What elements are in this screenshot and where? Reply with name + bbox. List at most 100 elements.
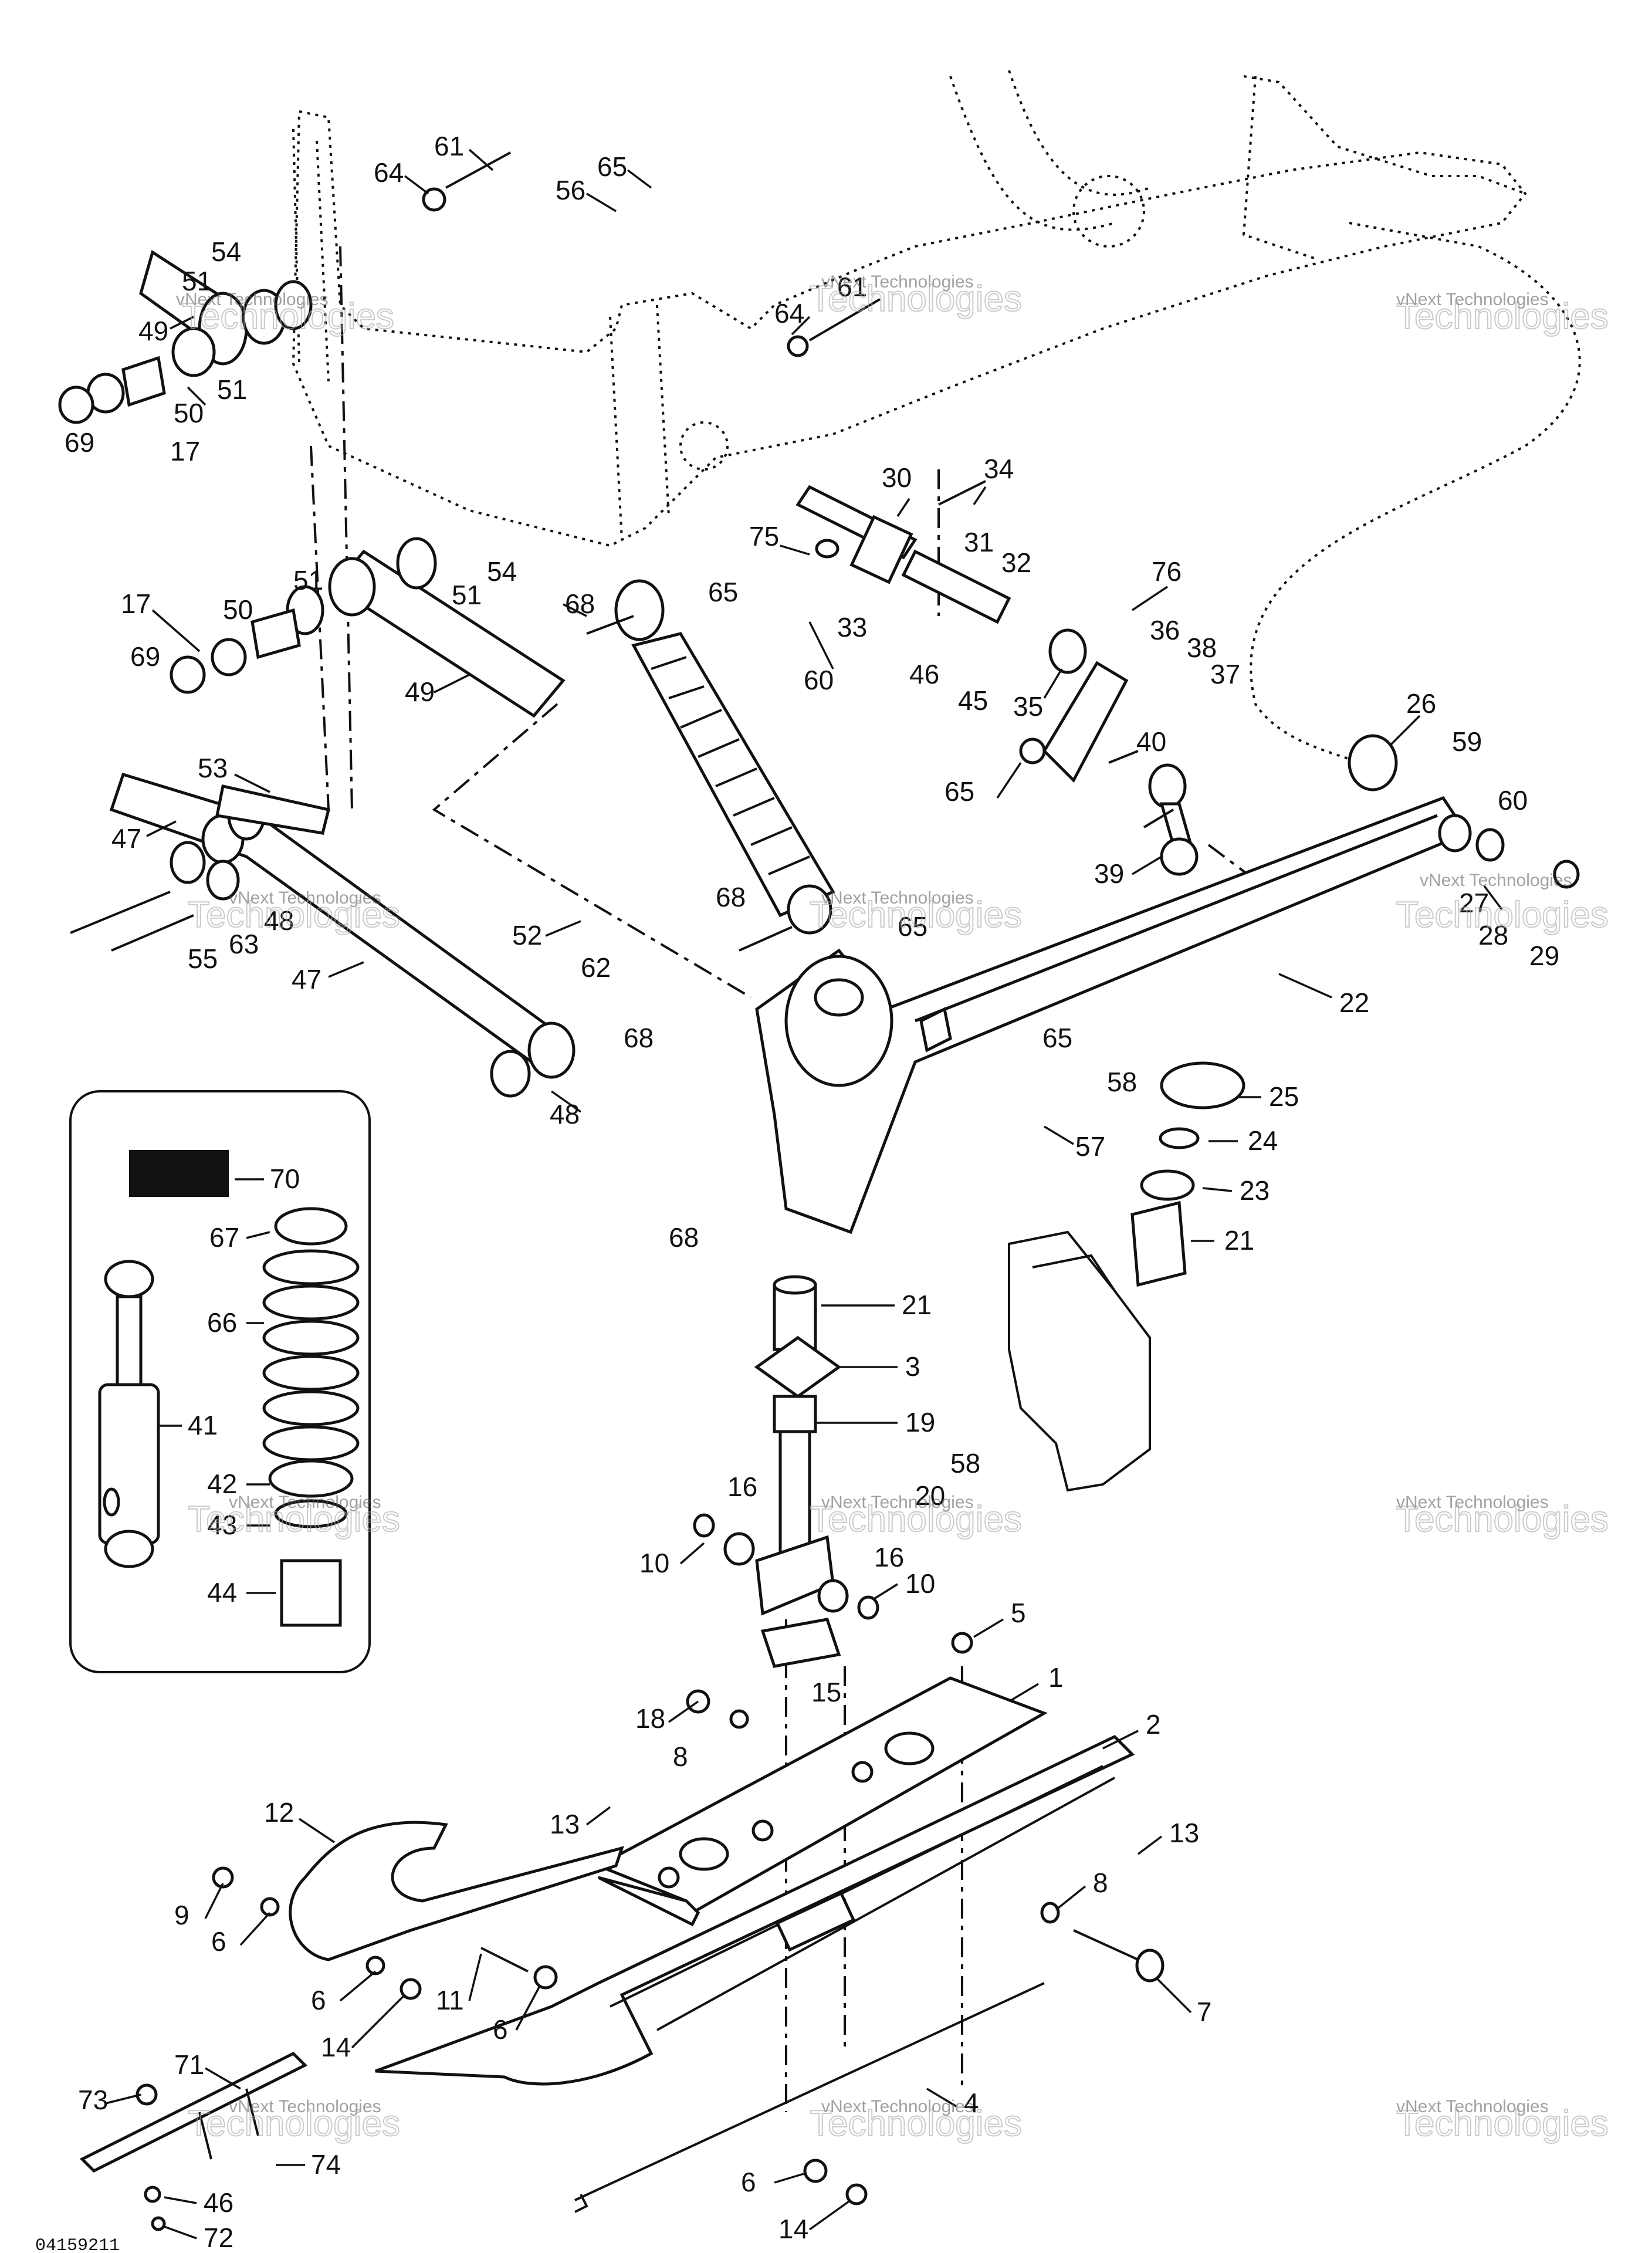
callout-2: 2: [1146, 1709, 1161, 1740]
callout-51: 51: [293, 565, 323, 596]
callout-54: 54: [211, 236, 241, 267]
callout-55: 55: [188, 943, 218, 974]
callout-50: 50: [223, 594, 253, 625]
callout-63: 63: [229, 929, 259, 959]
watermark-large: Technologies: [1396, 2103, 1609, 2144]
watermark-small: vNext Technologies: [1396, 1493, 1549, 1512]
callout-46: 46: [909, 659, 939, 689]
callout-6: 6: [211, 1926, 226, 1957]
middle-trailing-arm: [170, 537, 566, 718]
spindle-housing-outline: [1008, 1230, 1151, 1492]
ski: [375, 1734, 1135, 2213]
watermark-large: Technologies: [810, 1499, 1022, 1540]
callout-12: 12: [264, 1797, 294, 1828]
callout-65: 65: [708, 577, 738, 607]
callout-11: 11: [436, 1985, 464, 2015]
watermark-small: vNext Technologies: [229, 1493, 381, 1512]
callout-16: 16: [727, 1471, 757, 1502]
callout-57: 57: [1075, 1131, 1105, 1162]
a-arm: [755, 734, 1580, 1234]
callout-10: 10: [639, 1548, 669, 1578]
watermark-large: Technologies: [1396, 296, 1609, 337]
watermark-large: Technologies: [1396, 1499, 1609, 1540]
callout-60: 60: [804, 665, 834, 695]
callout-67: 67: [209, 1222, 239, 1253]
watermark-large: Technologies: [810, 279, 1022, 319]
callout-60: 60: [1498, 785, 1528, 816]
callout-33: 33: [837, 612, 867, 642]
callout-61: 61: [434, 131, 464, 161]
callout-30: 30: [882, 462, 912, 493]
callout-17: 17: [121, 588, 151, 619]
callout-42: 42: [207, 1469, 237, 1499]
callout-44: 44: [207, 1577, 237, 1608]
callout-46: 46: [204, 2187, 233, 2218]
watermark-large: Technologies: [182, 296, 394, 337]
spindle-bushings: [754, 1061, 1245, 1399]
ski-handle: [289, 1821, 624, 1961]
upper-trailing-arm: [58, 250, 313, 424]
callout-26: 26: [1406, 688, 1436, 719]
callout-45: 45: [958, 685, 988, 716]
callout-71: 71: [174, 2049, 204, 2080]
callout-28: 28: [1478, 920, 1508, 950]
callout-32: 32: [1001, 547, 1031, 578]
watermark-small: vNext Technologies: [1420, 871, 1572, 890]
callout-7: 7: [1197, 1997, 1212, 2027]
callout-17: 17: [170, 436, 200, 466]
callout-39: 39: [1094, 858, 1124, 889]
watermark-small: vNext Technologies: [821, 1493, 974, 1512]
callout-34: 34: [984, 454, 1014, 484]
pivot-shaft-assembly: [795, 480, 1087, 674]
callout-23: 23: [1240, 1175, 1270, 1206]
callout-24: 24: [1248, 1125, 1278, 1156]
callout-27: 27: [1459, 888, 1489, 918]
callout-6: 6: [493, 2014, 508, 2045]
watermark-large: Technologies: [188, 1499, 400, 1540]
callout-37: 37: [1210, 659, 1240, 689]
callout-65: 65: [898, 911, 927, 942]
watermark-small: vNext Technologies: [821, 272, 974, 292]
watermark-small: vNext Technologies: [1396, 290, 1549, 309]
callout-64: 64: [774, 298, 804, 329]
callout-3: 3: [905, 1351, 920, 1382]
callout-65: 65: [597, 151, 627, 182]
watermark-small: vNext Technologies: [176, 290, 329, 309]
callout-52: 52: [512, 920, 542, 950]
callout-58: 58: [950, 1448, 980, 1479]
callout-25: 25: [1269, 1081, 1299, 1112]
watermark-small: vNext Technologies: [229, 2097, 381, 2116]
callout-6: 6: [741, 2167, 756, 2197]
callout-43: 43: [207, 1510, 237, 1540]
callout-50: 50: [174, 398, 204, 428]
callout-47: 47: [111, 823, 141, 854]
callout-14: 14: [778, 2214, 808, 2244]
shock-kit-inset: [69, 1090, 371, 1673]
callout-61: 61: [837, 272, 867, 302]
watermark-large: Technologies: [188, 2103, 400, 2144]
callout-10: 10: [905, 1568, 935, 1599]
callout-75: 75: [749, 521, 779, 552]
callout-48: 48: [264, 905, 294, 936]
callout-68: 68: [624, 1023, 654, 1053]
callout-19: 19: [905, 1407, 935, 1437]
callout-36: 36: [1150, 615, 1180, 645]
callout-56: 56: [556, 175, 585, 205]
callout-48: 48: [550, 1099, 580, 1129]
watermark-large: Technologies: [1396, 895, 1609, 935]
callout-1: 1: [1048, 1662, 1064, 1693]
callout-76: 76: [1152, 556, 1182, 587]
callout-66: 66: [207, 1307, 237, 1338]
callout-69: 69: [130, 641, 160, 672]
callout-69: 69: [65, 427, 94, 458]
callout-8: 8: [1093, 1868, 1108, 1898]
callout-62: 62: [581, 952, 611, 983]
callout-49: 49: [138, 316, 168, 346]
callout-68: 68: [716, 882, 746, 912]
callout-40: 40: [1136, 726, 1166, 757]
callout-51: 51: [452, 580, 482, 610]
callout-13: 13: [550, 1809, 580, 1839]
callout-49: 49: [405, 676, 435, 707]
callout-68: 68: [669, 1222, 699, 1253]
